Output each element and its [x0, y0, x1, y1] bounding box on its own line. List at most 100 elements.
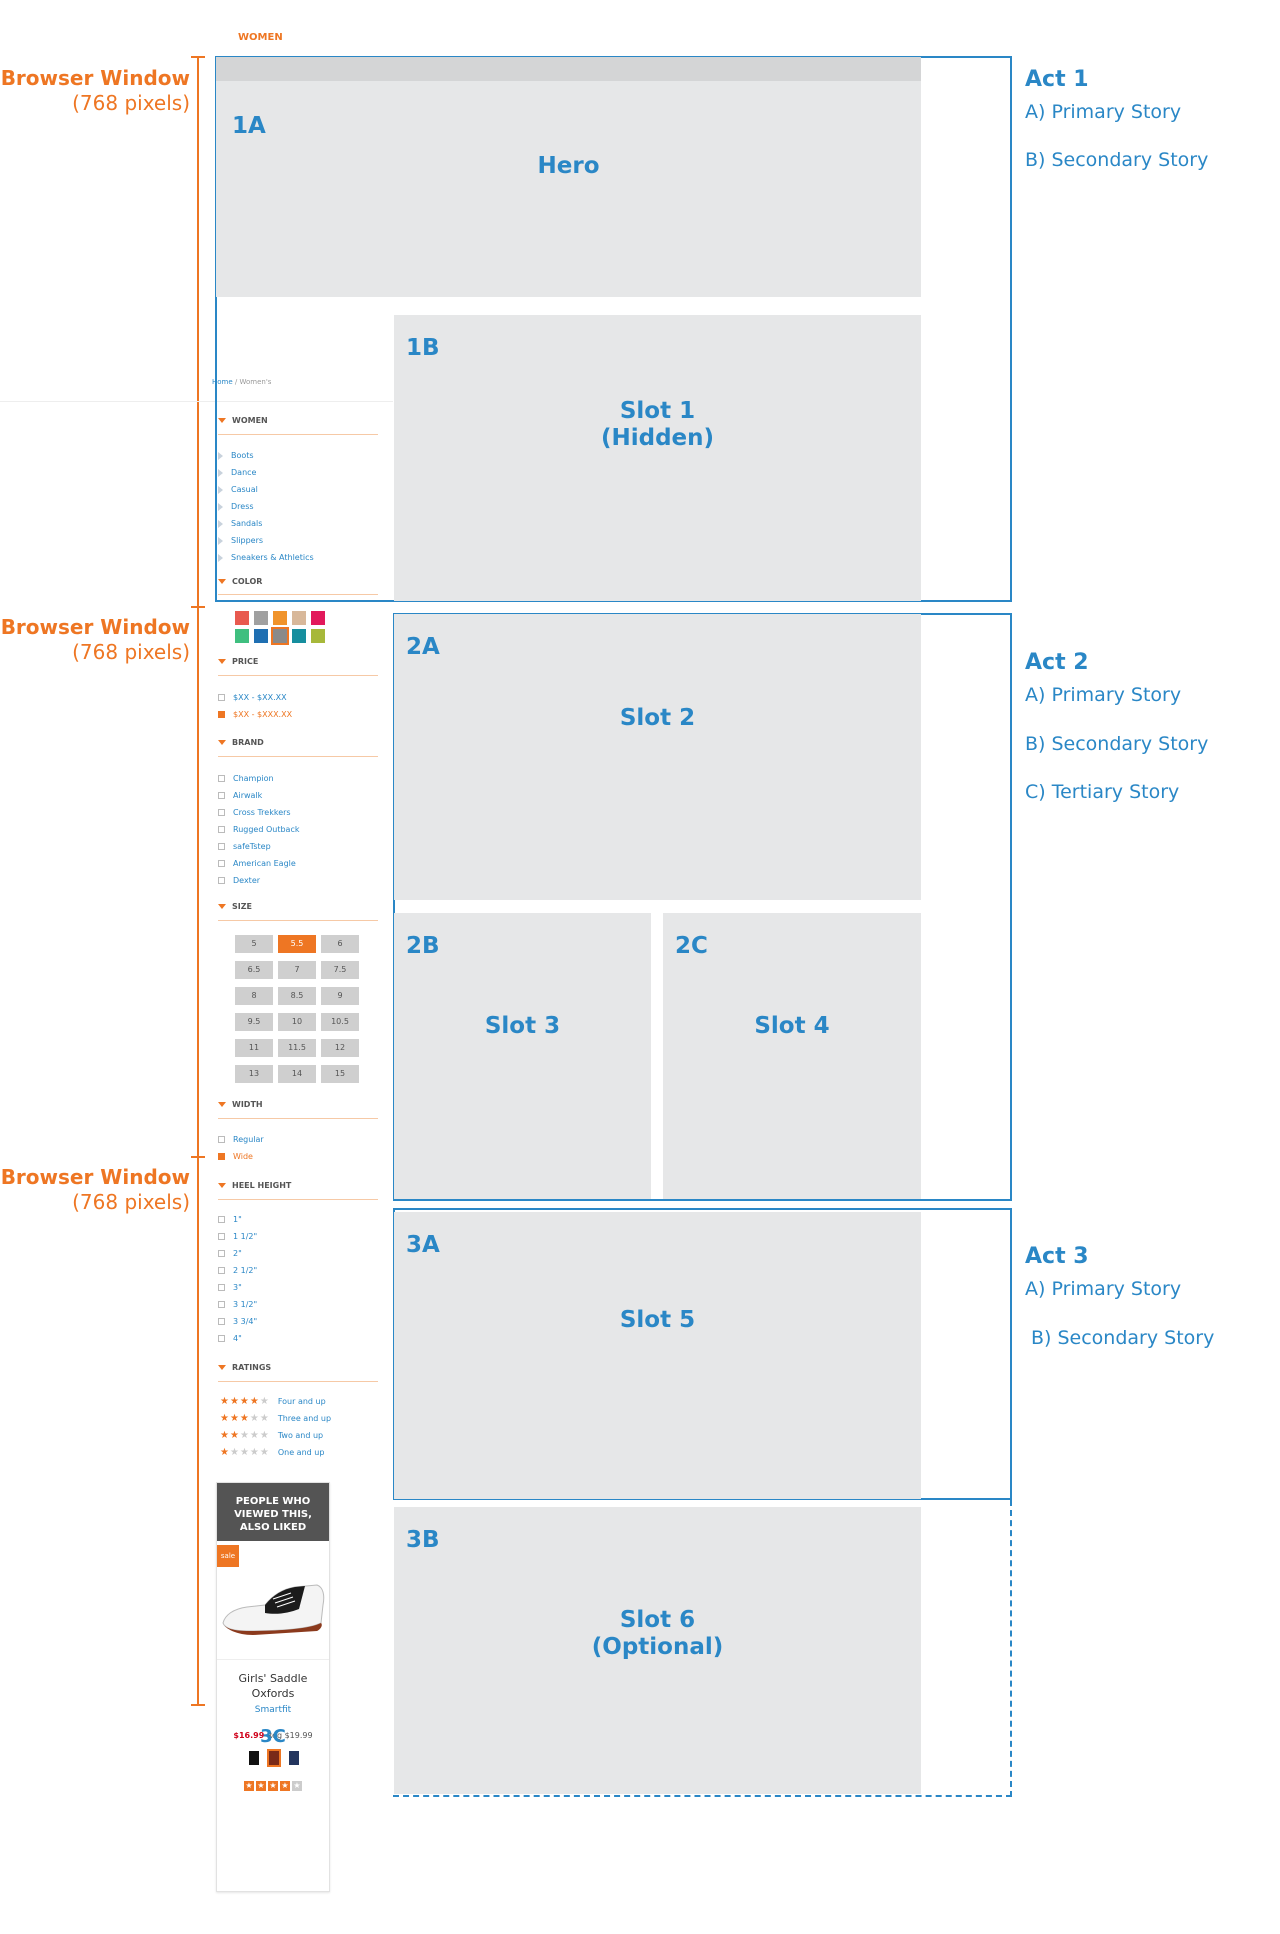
sale-badge: sale [217, 1545, 239, 1567]
size-option[interactable]: 5.5 [278, 935, 316, 953]
size-option[interactable]: 6.5 [235, 961, 273, 979]
checkbox[interactable] [218, 877, 225, 884]
heel-option[interactable]: 4" [218, 1334, 242, 1343]
checkbox[interactable] [218, 1267, 225, 1274]
color-swatch[interactable] [254, 611, 268, 625]
checkbox[interactable] [218, 694, 225, 701]
size-option[interactable]: 11.5 [278, 1039, 316, 1057]
color-swatch[interactable] [311, 611, 325, 625]
heel-option[interactable]: 1 1/2" [218, 1232, 257, 1241]
checkbox[interactable] [218, 792, 225, 799]
heel-option[interactable]: 2 1/2" [218, 1266, 257, 1275]
width-option[interactable]: Wide [218, 1152, 253, 1161]
checkbox[interactable] [218, 1335, 225, 1342]
checkbox[interactable] [218, 1318, 225, 1325]
heel-option[interactable]: 2" [218, 1249, 242, 1258]
heel-option[interactable]: 3 3/4" [218, 1317, 257, 1326]
price-option[interactable]: $XX - $XX.XX [218, 693, 287, 702]
size-option[interactable]: 9 [321, 987, 359, 1005]
product-color-swatch[interactable] [267, 1749, 281, 1767]
category-link[interactable]: Sneakers & Athletics [218, 553, 314, 562]
checkbox[interactable] [218, 775, 225, 782]
rating-label: Four and up [277, 1397, 326, 1406]
category-link[interactable]: Casual [218, 485, 258, 494]
product-image[interactable] [219, 1565, 327, 1655]
breadcrumb-home[interactable]: Home [212, 378, 233, 386]
top-nav-women-tab[interactable]: WOMEN [238, 32, 283, 43]
recommendation-card[interactable]: PEOPLE WHO VIEWED THIS, ALSO LIKED sale … [216, 1482, 330, 1892]
block-label: Slot 4 [754, 1013, 830, 1039]
brand-option[interactable]: safeTstep [218, 842, 271, 851]
checkbox[interactable] [218, 1153, 225, 1160]
color-swatch[interactable] [292, 629, 306, 643]
color-swatch[interactable] [235, 629, 249, 643]
category-label: Dress [231, 502, 254, 511]
checkbox[interactable] [218, 860, 225, 867]
checkbox[interactable] [218, 1250, 225, 1257]
checkbox[interactable] [218, 1136, 225, 1143]
filter-heading-brand[interactable]: BRAND [218, 738, 378, 747]
rating-option[interactable]: ★★★★★One and up [220, 1447, 324, 1458]
size-option[interactable]: 14 [278, 1065, 316, 1083]
heel-option[interactable]: 3 1/2" [218, 1300, 257, 1309]
color-swatch[interactable] [311, 629, 325, 643]
product-color-swatch[interactable] [289, 1751, 299, 1765]
size-option[interactable]: 9.5 [235, 1013, 273, 1031]
rating-option[interactable]: ★★★★★Four and up [220, 1396, 326, 1407]
checkbox[interactable] [218, 826, 225, 833]
rating-option[interactable]: ★★★★★Three and up [220, 1413, 331, 1424]
size-option[interactable]: 5 [235, 935, 273, 953]
brand-option[interactable]: Rugged Outback [218, 825, 299, 834]
category-link[interactable]: Dress [218, 502, 254, 511]
product-name[interactable]: Girls' Saddle Oxfords [217, 1671, 329, 1701]
size-option[interactable]: 15 [321, 1065, 359, 1083]
brand-option[interactable]: Champion [218, 774, 274, 783]
rating-option[interactable]: ★★★★★Two and up [220, 1430, 323, 1441]
checkbox[interactable] [218, 809, 225, 816]
checkbox[interactable] [218, 1216, 225, 1223]
product-color-swatch[interactable] [249, 1751, 259, 1765]
category-link[interactable]: Sandals [218, 519, 262, 528]
color-swatch[interactable] [292, 611, 306, 625]
filter-heading-ratings[interactable]: RATINGS [218, 1363, 378, 1372]
checkbox[interactable] [218, 1233, 225, 1240]
color-swatch[interactable] [254, 629, 268, 643]
product-price: $16.99 Reg $19.99 [217, 1731, 329, 1740]
heel-option[interactable]: 1" [218, 1215, 242, 1224]
category-label: Casual [231, 485, 258, 494]
filter-heading-size[interactable]: SIZE [218, 902, 378, 911]
category-link[interactable]: Slippers [218, 536, 263, 545]
filter-heading-width[interactable]: WIDTH [218, 1100, 378, 1109]
size-option[interactable]: 7.5 [321, 961, 359, 979]
size-option[interactable]: 8.5 [278, 987, 316, 1005]
filter-heading-heel-height[interactable]: HEEL HEIGHT [218, 1181, 378, 1190]
color-swatch[interactable] [271, 627, 289, 645]
checkbox[interactable] [218, 1301, 225, 1308]
size-option[interactable]: 7 [278, 961, 316, 979]
section-divider [218, 675, 378, 676]
category-link[interactable]: Boots [218, 451, 254, 460]
size-option[interactable]: 12 [321, 1039, 359, 1057]
brand-option[interactable]: Dexter [218, 876, 260, 885]
price-option[interactable]: $XX - $XXX.XX [218, 710, 292, 719]
brand-option[interactable]: Airwalk [218, 791, 262, 800]
color-swatch[interactable] [273, 611, 287, 625]
size-option[interactable]: 10.5 [321, 1013, 359, 1031]
filter-heading-women[interactable]: WOMEN [218, 416, 378, 425]
brand-option[interactable]: Cross Trekkers [218, 808, 291, 817]
color-swatch[interactable] [235, 611, 249, 625]
heel-option[interactable]: 3" [218, 1283, 242, 1292]
checkbox[interactable] [218, 1284, 225, 1291]
size-option[interactable]: 13 [235, 1065, 273, 1083]
filter-heading-color[interactable]: COLOR [218, 577, 378, 586]
category-link[interactable]: Dance [218, 468, 256, 477]
filter-heading-price[interactable]: PRICE [218, 657, 378, 666]
size-option[interactable]: 8 [235, 987, 273, 1005]
size-option[interactable]: 10 [278, 1013, 316, 1031]
size-option[interactable]: 6 [321, 935, 359, 953]
width-option[interactable]: Regular [218, 1135, 264, 1144]
size-option[interactable]: 11 [235, 1039, 273, 1057]
brand-option[interactable]: American Eagle [218, 859, 296, 868]
checkbox[interactable] [218, 711, 225, 718]
checkbox[interactable] [218, 843, 225, 850]
